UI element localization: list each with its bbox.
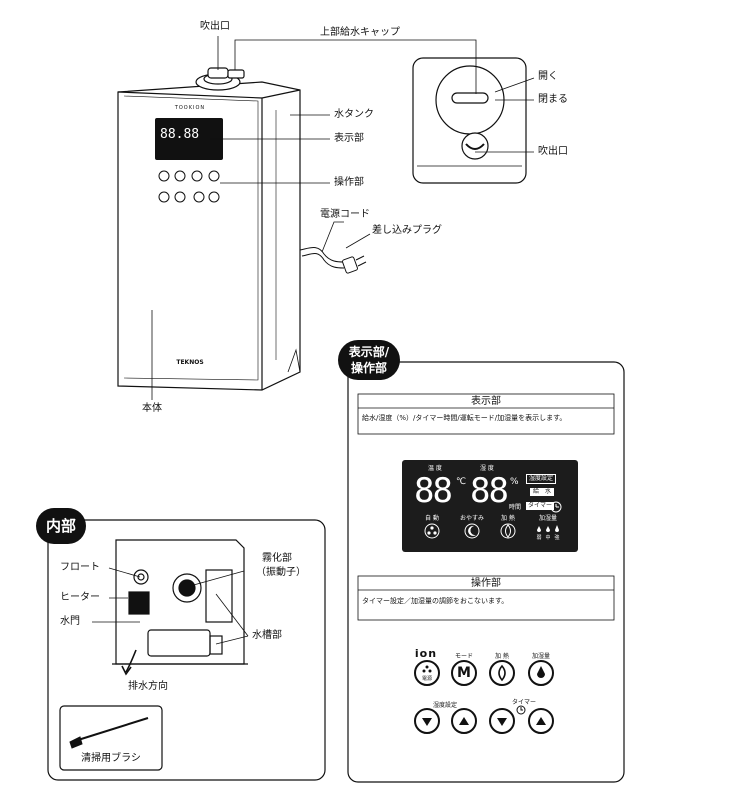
humidity-up-button[interactable]	[451, 708, 477, 734]
display-desc: 給水/湿度（%）/タイマー時間/運転モード/加湿量を表示します。	[362, 414, 567, 422]
power-drops-icon	[422, 665, 432, 673]
ion-label: ion	[414, 647, 438, 660]
lcd-label-temp: 温 度	[428, 465, 442, 472]
power-cord	[299, 247, 367, 274]
lcd-tag-humidity-set: 湿度設定	[526, 474, 557, 484]
device-mini-digits: 88.88	[160, 127, 200, 142]
timer-clock-icon	[516, 705, 526, 715]
brush-box	[59, 705, 163, 771]
internal-section-frame	[47, 519, 326, 781]
lcd-mode-icons	[424, 523, 516, 539]
device-mini-display	[155, 118, 223, 160]
mode-label: モード	[454, 653, 474, 660]
leader-lines	[151, 36, 535, 400]
humidifier-body	[117, 67, 301, 391]
control-desc: タイマー設定／加湿量の調節をおこないます。	[362, 597, 509, 605]
lcd-mode-sleep: おやすみ	[459, 515, 485, 522]
label-display: 表示部	[334, 133, 364, 144]
control-title: 操作部	[471, 578, 501, 589]
internal-unit	[112, 539, 248, 676]
label-water-gate: 水門	[60, 616, 80, 627]
panel-badge-line2: 操作部	[350, 361, 387, 375]
lcd-flame-icon	[505, 524, 511, 538]
label-water-tank: 水タンク	[334, 109, 374, 120]
display-desc-box	[357, 393, 615, 435]
humidity-down-button[interactable]	[414, 708, 440, 734]
label-top-cap: 上部給水キャップ	[320, 27, 400, 38]
triangle-down-icon	[422, 718, 432, 726]
label-control: 操作部	[334, 177, 364, 188]
power-sub-label: 電源	[421, 676, 432, 682]
heat-label: 加 熱	[495, 653, 509, 660]
label-atomizer-sub: （振動子）	[256, 567, 306, 578]
heat-button[interactable]	[489, 660, 515, 686]
lcd-mode-auto: 自 動	[425, 515, 439, 522]
label-plug: 差し込みプラグ	[372, 225, 442, 236]
panel-section-frame	[347, 361, 625, 783]
triangle-down-icon	[497, 718, 507, 726]
top-cap-inset	[412, 57, 527, 184]
triangle-up-icon	[459, 717, 469, 725]
lcd-level-weak: 弱	[536, 535, 542, 541]
panel-badge-line1: 表示部/	[348, 345, 390, 359]
label-drain: 排水方向	[128, 681, 168, 692]
lcd-label-humidity: 湿 度	[480, 465, 494, 472]
lcd-unit-percent: %	[510, 477, 519, 487]
lcd-digits-right: 88	[470, 471, 509, 511]
lcd-unit-hours: 時間	[509, 504, 522, 511]
label-open: 開く	[538, 71, 558, 82]
lcd-tag-water: 給 水	[530, 488, 555, 496]
lcd-moon-icon	[468, 525, 476, 536]
control-desc-box	[357, 575, 615, 621]
humid-label: 加湿量	[531, 653, 551, 660]
display-title: 表示部	[471, 396, 501, 407]
lcd-tag-timer: タイマー	[526, 502, 555, 510]
label-main-body: 本体	[142, 403, 162, 414]
device-brand-bottom: TEKNOS	[176, 359, 204, 366]
mode-button[interactable]: M	[451, 660, 477, 686]
device-brand-top: TOOKION	[174, 105, 206, 111]
triangle-up-icon	[536, 717, 546, 725]
device-mini-buttons	[158, 170, 220, 203]
panel-badge: 表示部/ 操作部	[338, 340, 400, 380]
internal-badge: 内部	[36, 508, 86, 544]
brush-icon	[69, 717, 149, 749]
lcd-level-mid: 中	[545, 535, 551, 541]
drop-icon	[537, 666, 545, 678]
timer-label: タイマー	[511, 699, 537, 706]
lcd-unit-c: ℃	[456, 477, 467, 487]
timer-down-button[interactable]	[489, 708, 515, 734]
humidity-set-label: 湿度設定	[432, 702, 458, 709]
label-heater: ヒーター	[60, 592, 100, 603]
label-brush: 清掃用ブラシ	[81, 753, 141, 764]
label-outlet-inset: 吹出口	[538, 146, 568, 157]
label-float: フロート	[60, 562, 100, 573]
humid-button[interactable]	[528, 660, 554, 686]
lcd-level-strong: 強	[554, 535, 560, 541]
timer-up-button[interactable]	[528, 708, 554, 734]
lcd-humid-level: 加湿量	[538, 515, 558, 522]
label-outlet-top: 吹出口	[200, 21, 230, 32]
mode-glyph: M	[457, 665, 471, 681]
lcd-mode-heat: 加 熱	[501, 515, 515, 522]
power-button[interactable]: 電源	[414, 660, 440, 686]
lcd-drops-icon	[427, 525, 559, 535]
label-power-cord: 電源コード	[320, 209, 370, 220]
internal-leaders	[92, 567, 249, 645]
label-tank-part: 水槽部	[252, 630, 282, 641]
flame-icon	[498, 664, 506, 682]
label-close: 閉まる	[538, 94, 568, 105]
label-atomizer: 霧化部	[262, 553, 292, 564]
lcd-digits-left: 88	[414, 471, 453, 511]
